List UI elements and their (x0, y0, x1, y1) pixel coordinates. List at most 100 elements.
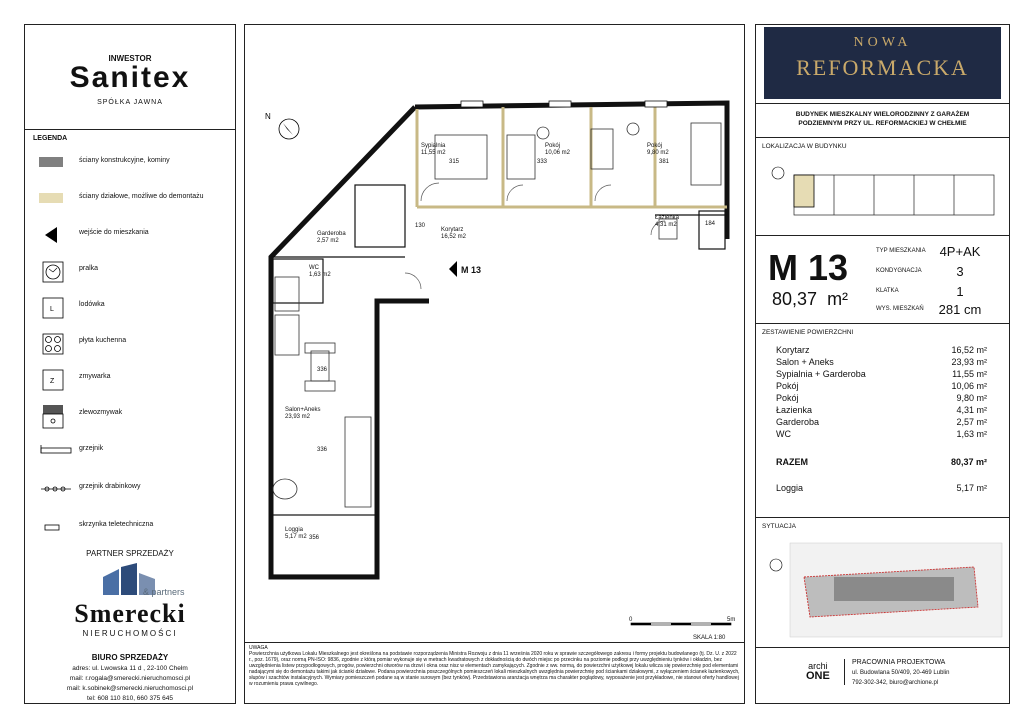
divider (756, 103, 1009, 104)
divider (756, 235, 1009, 236)
ladder-radiator-icon (39, 479, 71, 497)
disclaimer-text: Powierzchnia użytkowa Lokalu Mieszkalneg… (249, 651, 740, 687)
investor-sub: SPÓŁKA JAWNA (97, 99, 163, 106)
summary-value: 2,57 m² (956, 417, 987, 427)
situation-label: SYTUACJA (762, 523, 796, 530)
dimension: 336 (317, 447, 328, 453)
investor-logo: Sanitex (69, 61, 191, 94)
building-line: BUDYNEK MIESZKALNY WIELORODZINNY Z GARAŻ… (795, 111, 970, 118)
partner-amp: & partners (143, 587, 185, 597)
radiator-icon (39, 441, 72, 459)
legend-label: zlewozmywak (79, 409, 123, 416)
legend-label: pralka (79, 265, 99, 272)
loggia-label: Loggia (776, 483, 804, 493)
summary-value: 9,80 m² (956, 393, 987, 403)
floor-plan (268, 100, 730, 580)
legend-label: lodówka (79, 301, 105, 308)
legend-label: wejście do mieszkania (79, 229, 149, 236)
summary-label: Pokój (776, 381, 799, 391)
legend-label: skrzynka teletechniczna (79, 521, 154, 528)
unit-area-value: 80,37 (772, 289, 818, 309)
summary-value: 10,06 m² (951, 381, 987, 391)
legend-label: grzejnik drabinkowy (79, 483, 141, 490)
prop-label: TYP MIESZKANIA (876, 248, 926, 254)
summary-label: Salon + Aneks (776, 357, 834, 367)
dimension: 315 (449, 159, 460, 165)
logo-main: REFORMACKA (796, 55, 969, 80)
unit-area: 80,37 m² (772, 289, 848, 310)
legend-item: pralka (33, 259, 233, 283)
legend-label: zmywarka (79, 373, 111, 380)
prop-value: 1 (956, 284, 964, 299)
project-panel: NOWA REFORMACKA BUDYNEK MIESZKALNY WIELO… (755, 24, 1010, 704)
cooktop-icon (39, 333, 65, 355)
unit-number: M 13 (768, 247, 849, 288)
partition-wall-swatch (39, 189, 65, 207)
partner-title: PARTNER SPRZEDAŻY (86, 549, 174, 558)
telecom-box-icon (39, 517, 65, 535)
office-title: BIURO SPRZEDAŻY (91, 653, 169, 662)
prop-value: 3 (956, 264, 964, 279)
legend-item: płyta kuchenna (33, 331, 233, 355)
partner-sub: NIERUCHOMOŚCI (82, 629, 178, 638)
designer-logo: archi ONE (806, 661, 830, 682)
partner-building-icon (103, 563, 155, 595)
legend-label: płyta kuchenna (79, 337, 127, 344)
investor-label: INWESTOR (108, 54, 152, 63)
legend-title: LEGENDA (33, 135, 68, 142)
legend-item: ściany konstrukcyjne, kominy (33, 151, 233, 175)
office-line: mail: k.sobinek@smerecki.nieruchomosci.p… (66, 685, 194, 692)
dimension: 381 (659, 159, 670, 165)
summary-value: 16,52 m² (951, 345, 987, 355)
disclaimer-title: UWAGA (249, 645, 268, 651)
svg-text:L: L (50, 306, 54, 313)
legend-item: skrzynka teletechniczna (33, 515, 233, 539)
divider (844, 659, 845, 685)
designer-name: PRACOWNIA PROJEKTOWA (852, 659, 946, 666)
designer-contact: 792-302-342, biuro@archione.pl (852, 680, 939, 686)
legend-item: zlewozmywak (33, 403, 233, 429)
structural-wall-swatch (39, 153, 65, 171)
legend-item: grzejnik (33, 439, 233, 463)
total-value: 80,37 m² (950, 457, 987, 467)
designer-address: ul. Budowlana 50/409, 20-469 Lublin (852, 670, 950, 676)
summary-label: Pokój (776, 393, 799, 403)
scale-max: 5m (727, 617, 736, 623)
dishwasher-icon: Z (39, 369, 65, 391)
divider (756, 647, 1009, 648)
dimension: 336 (317, 367, 328, 373)
svg-text:N: N (265, 112, 271, 121)
divider (756, 323, 1009, 324)
summary-title: ZESTAWIENIE POWIERZCHNI (762, 329, 854, 336)
total-label: RAZEM (776, 457, 808, 467)
legend-label: grzejnik (79, 445, 104, 452)
investor-panel: INWESTOR Sanitex SPÓŁKA JAWNA LEGENDA śc… (24, 24, 236, 704)
washing-machine-icon (39, 261, 65, 283)
legend-label: ściany konstrukcyjne, kominy (79, 157, 170, 164)
divider (756, 517, 1009, 518)
dimension: 356 (309, 535, 320, 541)
prop-value: 4P+AK (939, 244, 981, 259)
location-label: LOKALIZACJA W BUDYNKU (762, 143, 847, 150)
scale-bar (630, 622, 732, 626)
legend-item: L lodówka (33, 295, 233, 319)
svg-text:Z: Z (50, 378, 55, 385)
building-location-plan (771, 166, 995, 216)
divider (245, 642, 744, 643)
summary-value: 1,63 m² (956, 429, 987, 439)
unit-area-unit: m² (827, 289, 849, 309)
legend-item: Z zmywarka (33, 367, 233, 391)
designer-logo-top: archi (808, 661, 828, 671)
divider (25, 129, 235, 130)
sink-icon (39, 405, 65, 429)
disclaimer: UWAGA Powierzchnia użytkowa Lokalu Miesz… (249, 645, 741, 687)
summary-value: 11,55 m² (952, 369, 987, 379)
prop-label: KONDYGNACJA (876, 268, 922, 274)
summary-value: 23,93 m² (951, 357, 987, 367)
